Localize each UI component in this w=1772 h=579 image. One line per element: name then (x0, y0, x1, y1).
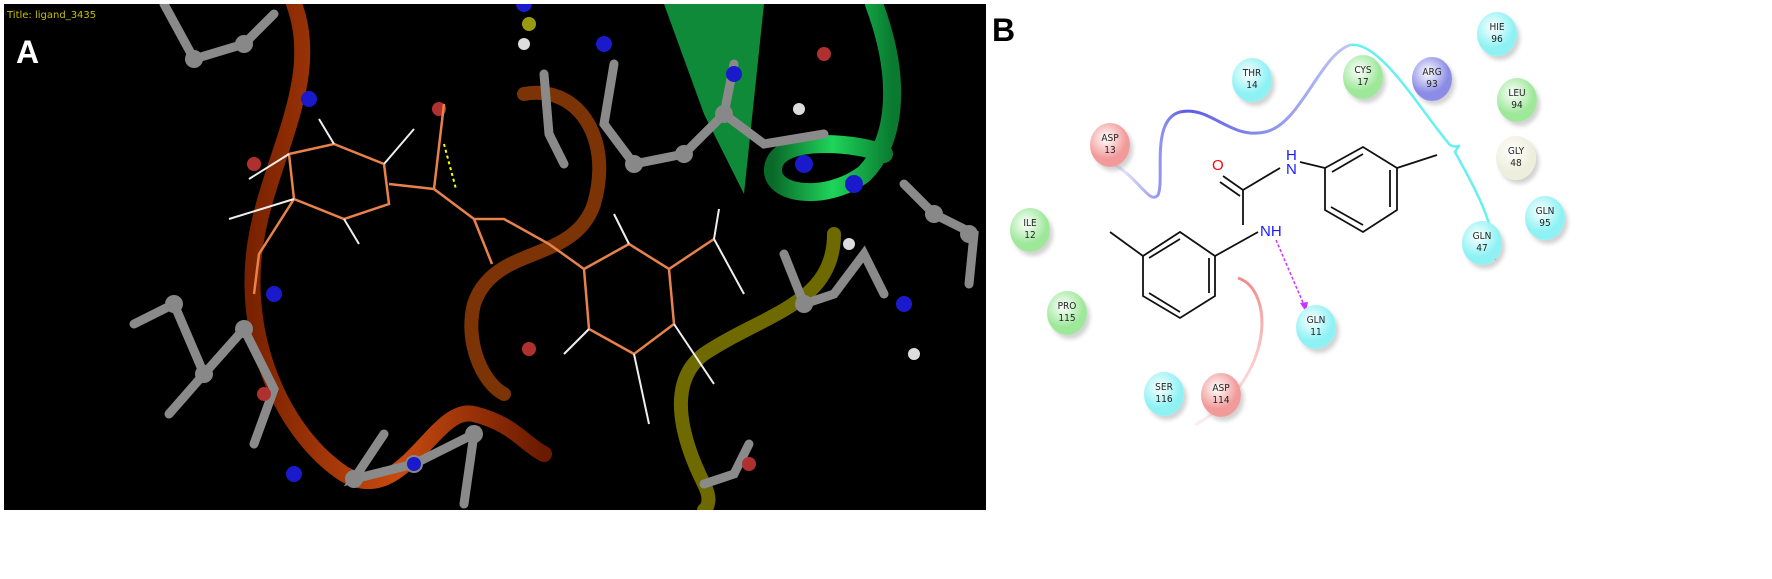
residue-number: 94 (1511, 100, 1523, 111)
ligand-wireframe (252, 103, 715, 356)
hbond-arrow (1275, 239, 1305, 306)
residue-name: GLN (1306, 315, 1326, 326)
ligand-hydrogens (228, 118, 745, 425)
nh-h-atom: H (1286, 147, 1297, 164)
residue-name: ASP (1212, 383, 1230, 394)
residue-number: 11 (1310, 327, 1322, 338)
nh-n-atom: N (1286, 161, 1297, 178)
residue-number: 47 (1476, 243, 1488, 254)
residue-name: CYS (1354, 65, 1372, 76)
residue-name: SER (1155, 382, 1173, 393)
oxygen-atom: O (1212, 157, 1224, 174)
residue-name: GLN (1472, 231, 1492, 242)
residue-number: 14 (1246, 80, 1258, 91)
residue-number: 114 (1212, 395, 1230, 406)
residue-number: 115 (1058, 313, 1076, 324)
residue-name: ILE (1023, 218, 1037, 229)
residue-name: HIE (1489, 22, 1505, 33)
pocket-outline-blue (1114, 43, 1351, 199)
atoms (165, 4, 978, 488)
molecular-3d-render (129, 4, 979, 510)
protein-ribbons (244, 4, 902, 510)
residue-number: 48 (1510, 158, 1522, 169)
residue-name: ASP (1101, 133, 1119, 144)
residue-number: 17 (1357, 77, 1369, 88)
residue-name: LEU (1508, 88, 1526, 99)
pocket-outline-cyan (1349, 43, 1497, 261)
hbond-line (443, 143, 457, 190)
residue-name: THR (1242, 68, 1262, 79)
panel-a-3d-view: Title: ligand_3435 A (4, 4, 986, 510)
residue-number: 116 (1155, 394, 1173, 405)
residue-name: GLY (1507, 146, 1525, 157)
residue-number: 12 (1024, 230, 1036, 241)
residue-number: 95 (1539, 218, 1551, 229)
residue-name: ARG (1422, 67, 1442, 78)
structure-title: Title: ligand_3435 (7, 10, 97, 21)
nh-atom: NH (1260, 223, 1282, 240)
residue-number: 93 (1426, 79, 1438, 90)
residue-number: 96 (1491, 34, 1503, 45)
ligand-bonds (1109, 145, 1438, 320)
panel-a-label: A (16, 34, 40, 70)
panel-b-label: B (992, 12, 1016, 48)
residue-name: GLN (1535, 206, 1555, 217)
residue-name: PRO (1057, 301, 1077, 312)
residue-number: 13 (1104, 145, 1116, 156)
